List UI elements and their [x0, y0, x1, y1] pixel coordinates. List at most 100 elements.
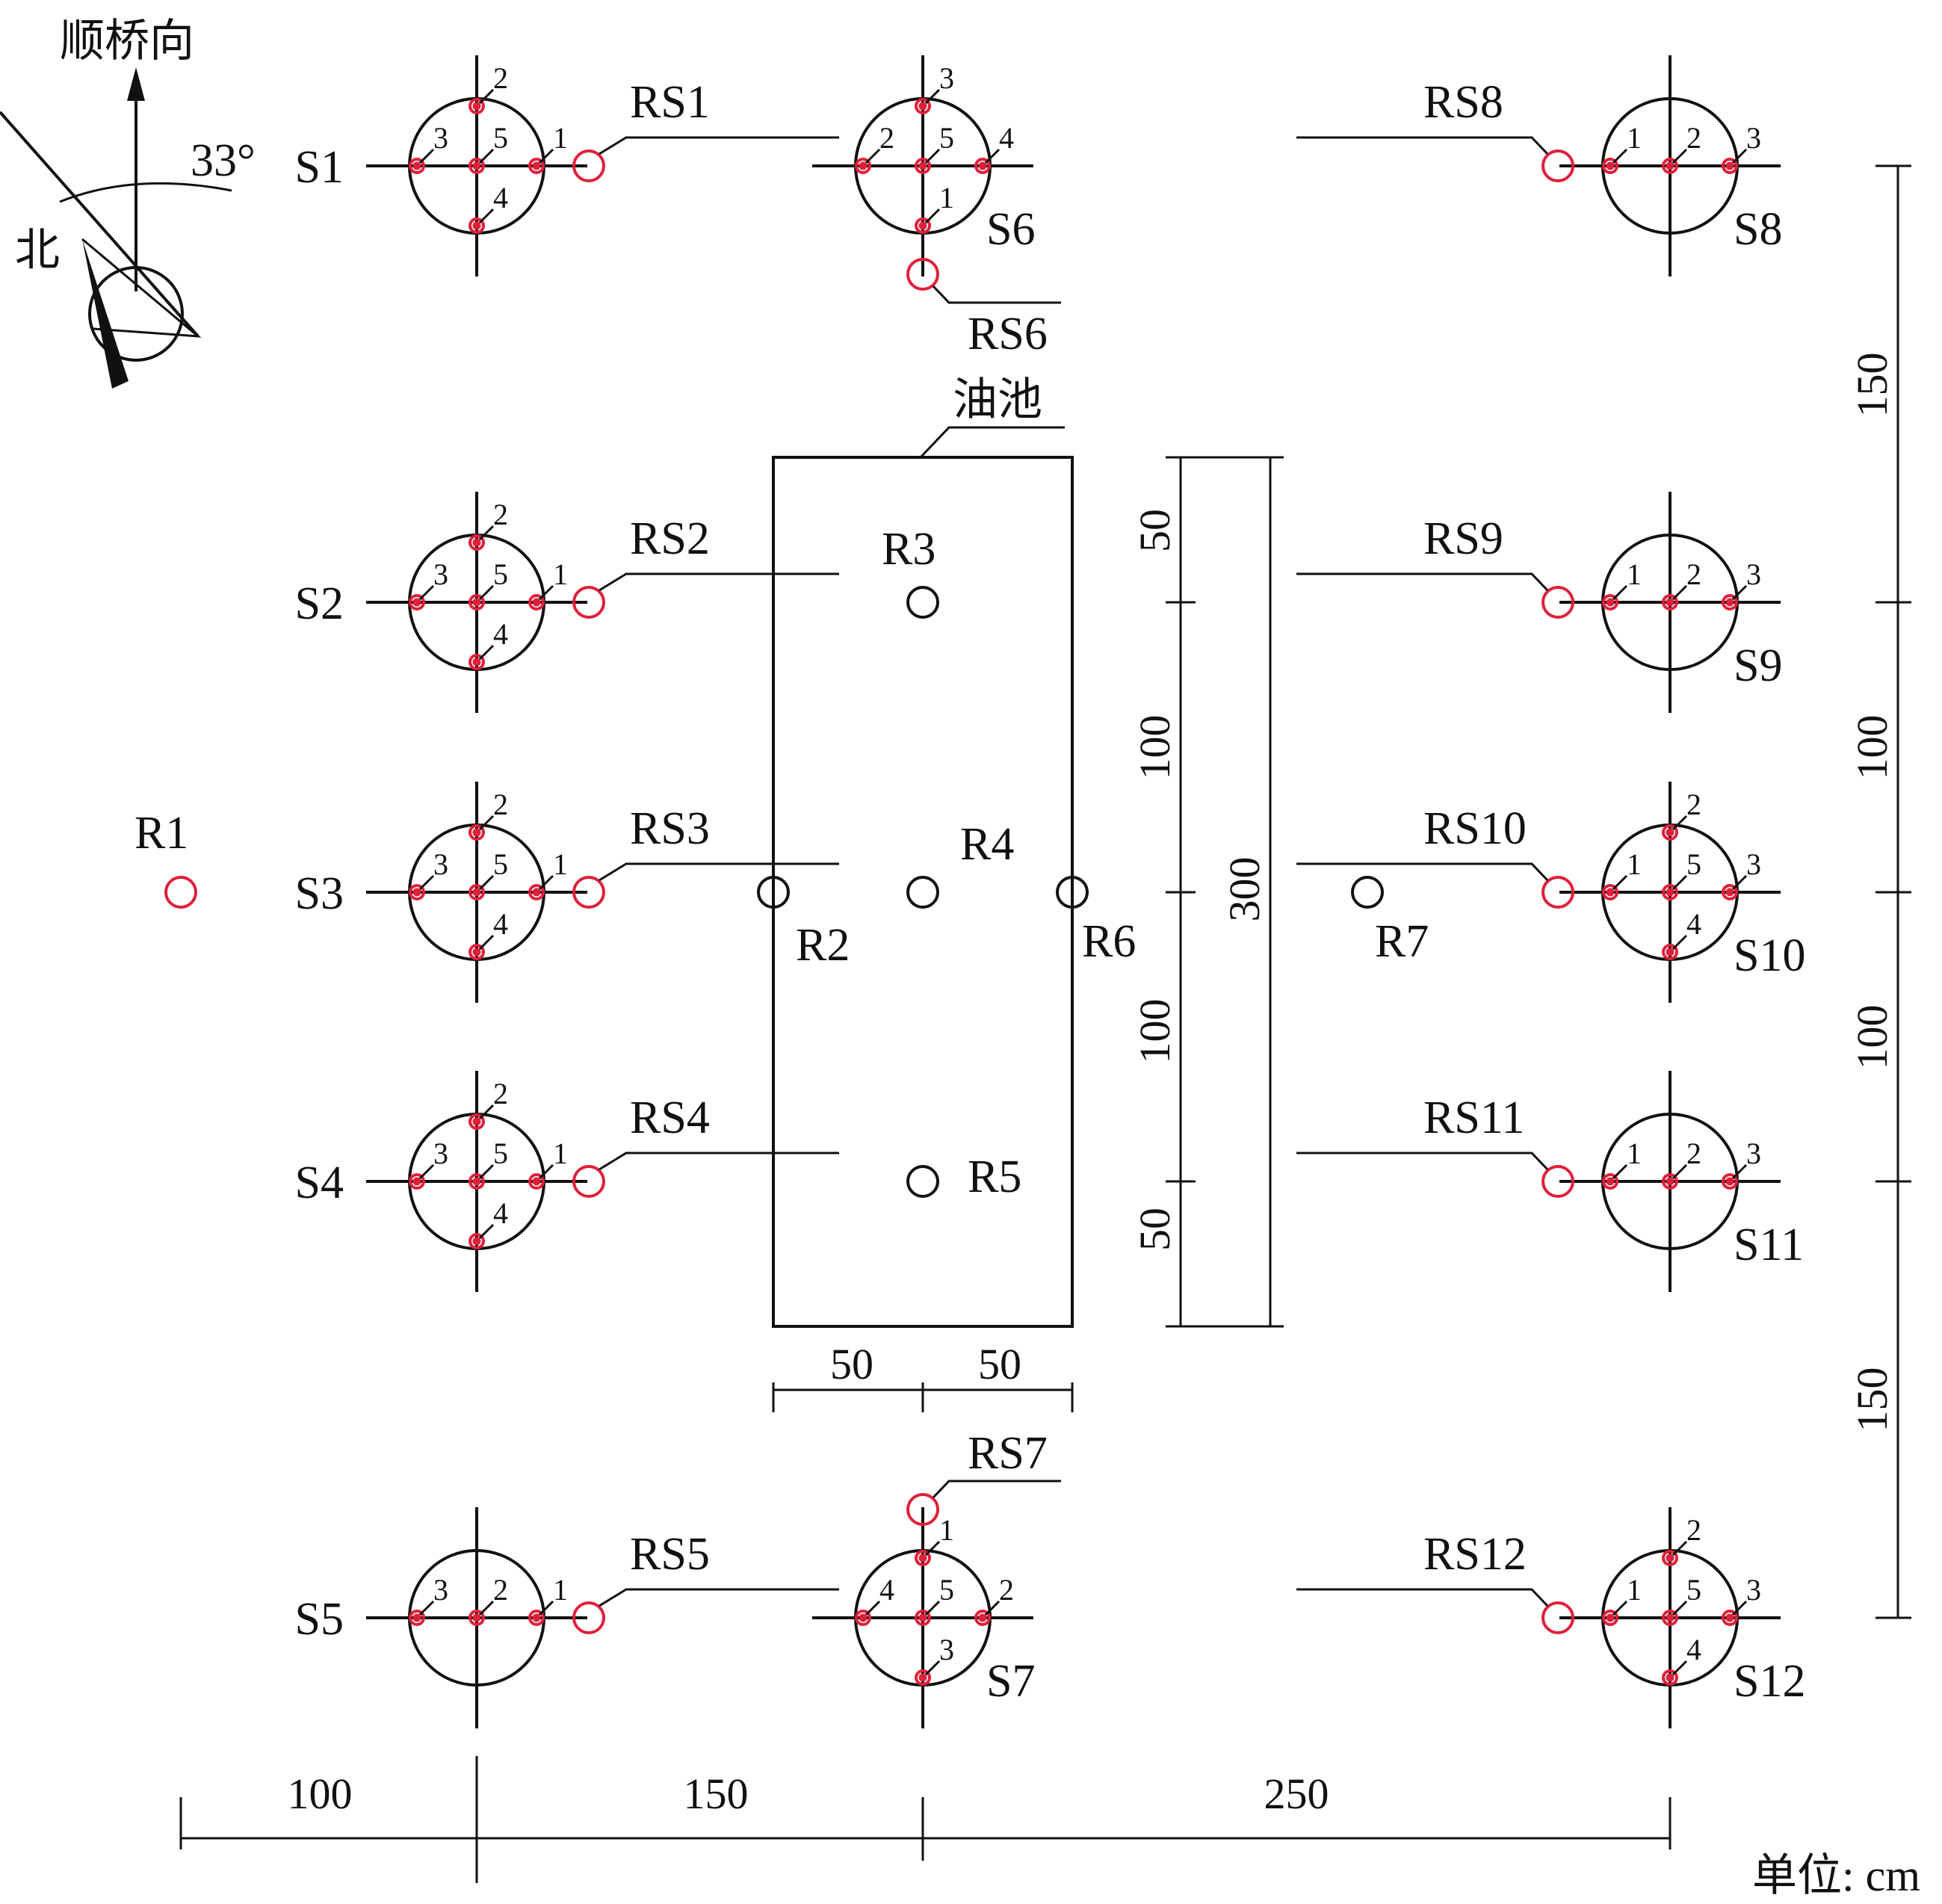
point-leader [418, 874, 435, 891]
measure-point [915, 1610, 931, 1626]
sensor-label: R1 [134, 808, 188, 859]
sensor-label: R3 [882, 524, 936, 575]
point-leader [478, 88, 495, 105]
measure-point [469, 98, 485, 114]
point-number: 1 [553, 1137, 568, 1170]
measure-point-dot [472, 828, 481, 837]
sensor-r7: R7 [1351, 876, 1429, 967]
point-number: 3 [1746, 121, 1761, 155]
dim-pool-height-3: 100 [1131, 999, 1179, 1064]
rs-sensor-marker [1541, 149, 1574, 182]
measure-point-dot [472, 658, 481, 667]
point-number: 1 [939, 181, 954, 214]
point-leader [1672, 815, 1688, 831]
point-leader [478, 1600, 495, 1616]
point-leader [1672, 1660, 1688, 1676]
point-number: 3 [939, 61, 954, 95]
point-number: 2 [1686, 557, 1701, 591]
point-leader [478, 815, 495, 831]
measure-point [469, 884, 485, 900]
measure-point-dot [1606, 1613, 1615, 1622]
point-leader [538, 1163, 554, 1180]
measure-point [1662, 824, 1678, 841]
sensor-marker [906, 1165, 939, 1198]
point-number: 1 [1627, 1573, 1642, 1607]
rs-sensor-label: RS5 [630, 1529, 710, 1580]
point-number: 3 [1746, 1137, 1761, 1170]
dim-pool-width-2: 50 [978, 1340, 1021, 1388]
point-number: 4 [493, 617, 508, 651]
rs-sensor-label: RS11 [1423, 1092, 1525, 1143]
dimension-text: 100 150 250 50 50 50 100 100 50 300 150 … [288, 353, 1897, 1819]
unit-label: 单位: cm [1752, 1851, 1920, 1900]
point-leader [1672, 934, 1688, 951]
measure-point-dot [978, 1613, 987, 1622]
rs-sensor-leader [932, 1480, 1061, 1499]
measure-point [469, 944, 485, 960]
point-leader [1612, 1600, 1628, 1616]
point-number: 2 [1686, 788, 1701, 821]
point-leader [1731, 874, 1748, 891]
measure-point [528, 594, 545, 611]
point-number: 1 [1627, 847, 1642, 881]
point-leader [478, 208, 495, 224]
point-number: 3 [433, 121, 448, 155]
sensor-r3: R3 [882, 524, 939, 619]
direction-label: 顺桥向 [60, 16, 194, 66]
compass-circle [88, 266, 184, 362]
point-number: 1 [1627, 557, 1642, 591]
measure-point-dot [918, 161, 927, 170]
measure-point-dot [412, 598, 421, 607]
point-leader [1672, 584, 1688, 601]
pier-label: S7 [986, 1656, 1035, 1707]
sensor-marker [1056, 876, 1089, 909]
sensor-marker [164, 876, 197, 909]
rs-sensor-leader [599, 572, 839, 592]
measure-point [469, 158, 485, 174]
dim-right-3: 100 [1848, 1005, 1896, 1070]
measure-point [528, 1610, 545, 1626]
point-number: 3 [433, 557, 448, 591]
pier-label: S9 [1734, 640, 1782, 691]
measure-point [469, 824, 485, 841]
point-number: 4 [493, 181, 508, 214]
measure-point-dot [412, 1613, 421, 1622]
measure-point-dot [1606, 1177, 1615, 1186]
measure-point [974, 1610, 991, 1626]
rs-sensor-label: RS12 [1423, 1529, 1527, 1580]
rs-sensor-marker [572, 1601, 605, 1634]
point-leader [538, 148, 554, 164]
sensor-label: R2 [796, 920, 850, 971]
measure-point [915, 1550, 931, 1566]
point-leader [865, 1600, 881, 1616]
measure-point [915, 217, 931, 234]
measure-point-dot [472, 888, 481, 897]
measure-point [469, 1173, 485, 1190]
pier-label: S1 [295, 142, 344, 193]
north-needle-icon [82, 239, 129, 389]
measure-point [528, 1173, 545, 1190]
point-number: 4 [1686, 1633, 1701, 1666]
measure-point-dot [1666, 948, 1674, 956]
measure-point-dot [918, 221, 927, 230]
sensor-label: R7 [1375, 916, 1429, 967]
point-number: 2 [493, 1077, 508, 1110]
pier-label: S5 [295, 1594, 344, 1645]
point-leader [1672, 148, 1688, 164]
measure-point-dot [412, 1177, 421, 1186]
measure-point [915, 158, 931, 174]
measure-point-dot [412, 888, 421, 897]
rs-sensor-leader [1296, 862, 1549, 882]
point-number: 3 [1746, 1573, 1761, 1607]
measure-point-dot [532, 888, 541, 897]
point-number: 2 [493, 498, 508, 531]
rs-sensor-label: RS10 [1423, 803, 1527, 854]
point-number: 5 [939, 121, 954, 155]
measure-point [469, 217, 485, 234]
point-number: 2 [879, 121, 894, 155]
measure-point [409, 158, 425, 174]
rs-sensor-label: RS4 [630, 1092, 710, 1143]
measure-point-dot [918, 102, 927, 111]
